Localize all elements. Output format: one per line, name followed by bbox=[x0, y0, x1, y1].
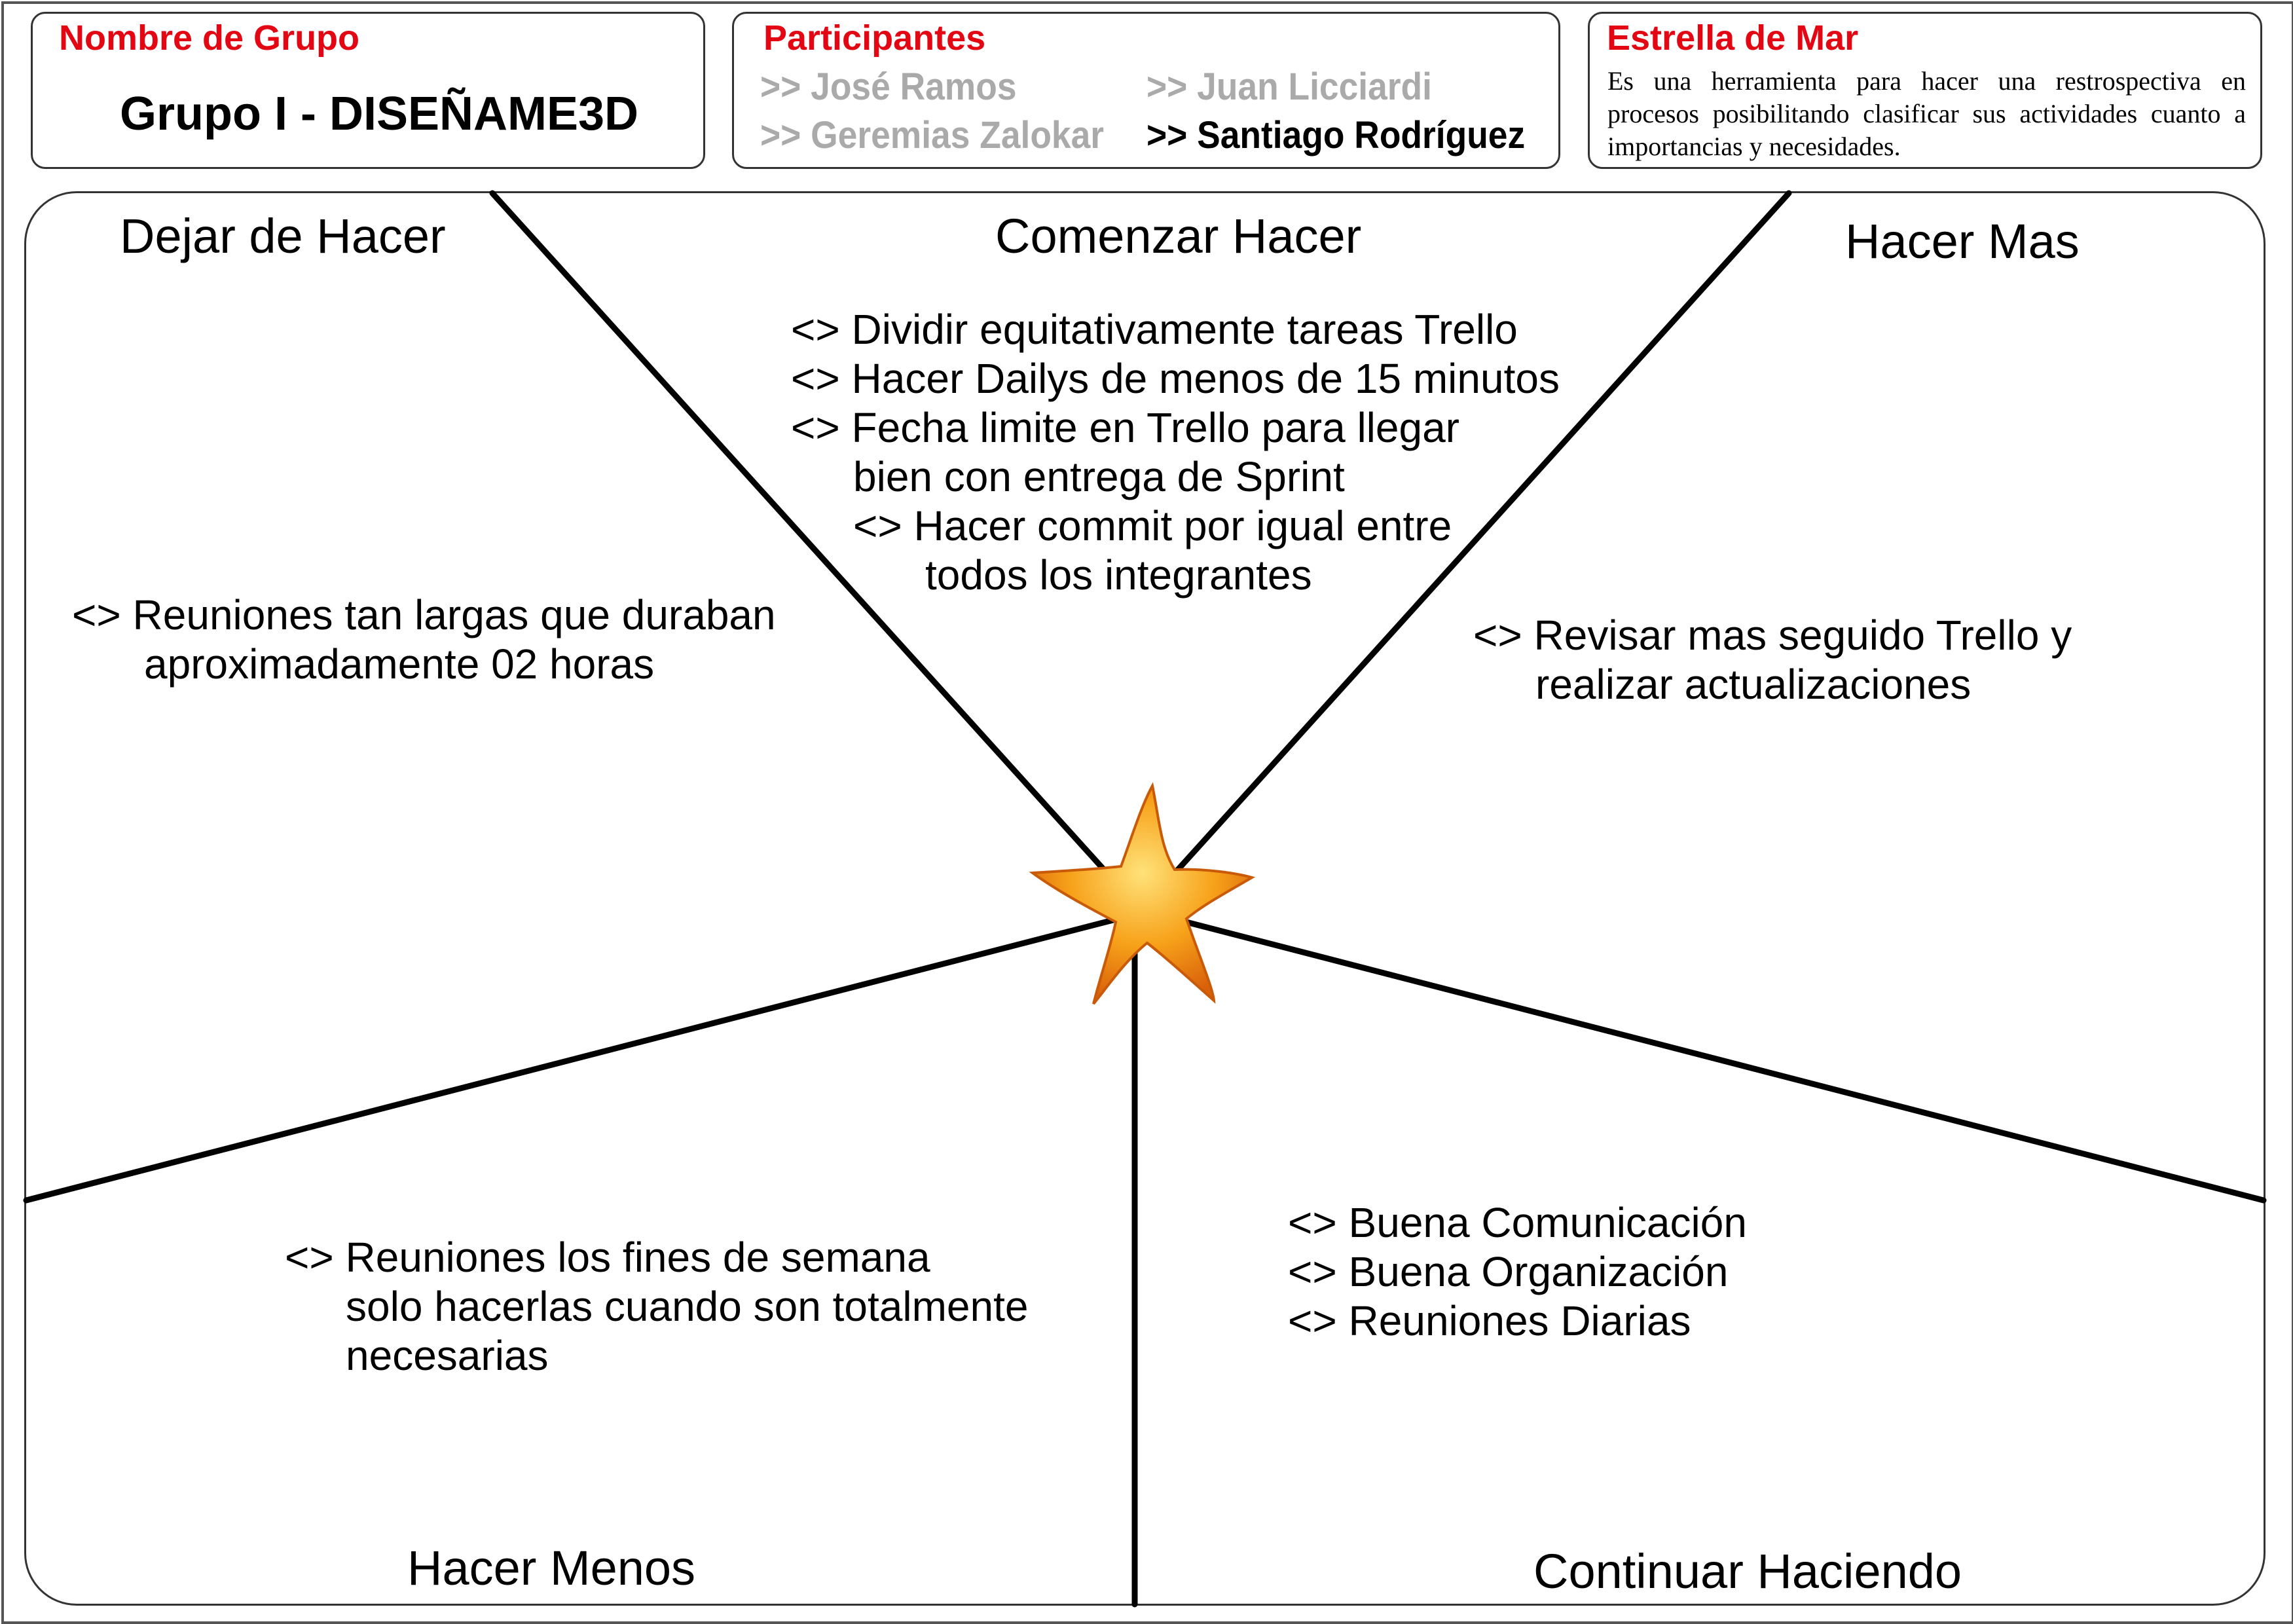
list-item: <> Reuniones los fines de semana bbox=[285, 1234, 930, 1281]
group-name: Grupo I - DISEÑAME3D bbox=[120, 88, 639, 140]
label-hacer-mas: Hacer Mas bbox=[1845, 214, 2080, 268]
list-item: <> Dividir equitativamente tareas Trello bbox=[791, 306, 1518, 353]
menos-items: <> Reuniones los fines de semana solo ha… bbox=[285, 1233, 1028, 1380]
list-item: <> Revisar mas seguido Trello y bbox=[1473, 612, 2072, 659]
label-comenzar-hacer: Comenzar Hacer bbox=[995, 209, 1362, 263]
divider-line-left bbox=[23, 917, 1116, 1204]
continuar-items: <> Buena Comunicación <> Buena Organizac… bbox=[1288, 1198, 1747, 1346]
starfish-board bbox=[24, 191, 2265, 1606]
list-item: <> Hacer commit por igual entre bbox=[853, 502, 1452, 549]
group-name-box: Nombre de Grupo Grupo I - DISEÑAME3D bbox=[31, 12, 705, 169]
starfish-description: Es una herramienta para hacer una restro… bbox=[1607, 66, 2246, 161]
list-item: necesarias bbox=[346, 1332, 549, 1379]
mas-items: <> Revisar mas seguido Trello y realizar… bbox=[1473, 611, 2072, 709]
list-item: <> Reuniones Diarias bbox=[1288, 1297, 1691, 1344]
participant-jose-ramos: >> José Ramos bbox=[760, 65, 1017, 108]
list-item: solo hacerlas cuando son totalmente bbox=[346, 1283, 1029, 1330]
divider-line-right bbox=[1175, 917, 2267, 1204]
starfish-description-box: Estrella de Mar Es una herramienta para … bbox=[1588, 12, 2262, 169]
list-item: <> Hacer Dailys de menos de 15 minutos bbox=[791, 355, 1560, 402]
list-item: todos los integrantes bbox=[925, 551, 1312, 599]
comenzar-items: <> Dividir equitativamente tareas Trello… bbox=[791, 305, 1560, 600]
participants-title: Participantes bbox=[763, 18, 986, 58]
label-hacer-menos: Hacer Menos bbox=[407, 1541, 696, 1595]
participant-santiago-rodriguez: >> Santiago Rodríguez bbox=[1146, 114, 1526, 157]
label-continuar-haciendo: Continuar Haciendo bbox=[1533, 1544, 1962, 1598]
list-item: <> Buena Comunicación bbox=[1288, 1199, 1747, 1246]
participant-juan-licciardi: >> Juan Licciardi bbox=[1146, 65, 1432, 108]
divider-line-top-left bbox=[489, 190, 1138, 907]
list-item: bien con entrega de Sprint bbox=[853, 453, 1345, 500]
list-item: <> Reuniones tan largas que duraban bbox=[72, 591, 776, 638]
list-item: <> Fecha limite en Trello para llegar bbox=[791, 404, 1459, 451]
list-item: <> Buena Organización bbox=[1288, 1248, 1729, 1295]
list-item: realizar actualizaciones bbox=[1535, 661, 1972, 708]
group-box-title: Nombre de Grupo bbox=[59, 18, 360, 58]
starfish-box-title: Estrella de Mar bbox=[1607, 18, 1859, 58]
participant-geremias-zalokar: >> Geremias Zalokar bbox=[760, 114, 1105, 157]
divider-line-top-right bbox=[1144, 190, 1792, 907]
dejar-items: <> Reuniones tan largas que duraban apro… bbox=[72, 591, 776, 689]
participants-box: Participantes >> José Ramos >> Juan Licc… bbox=[732, 12, 1560, 169]
list-item: aproximadamente 02 horas bbox=[144, 640, 655, 688]
label-dejar-de-hacer: Dejar de Hacer bbox=[120, 209, 446, 263]
starfish-icon bbox=[1029, 782, 1256, 1005]
